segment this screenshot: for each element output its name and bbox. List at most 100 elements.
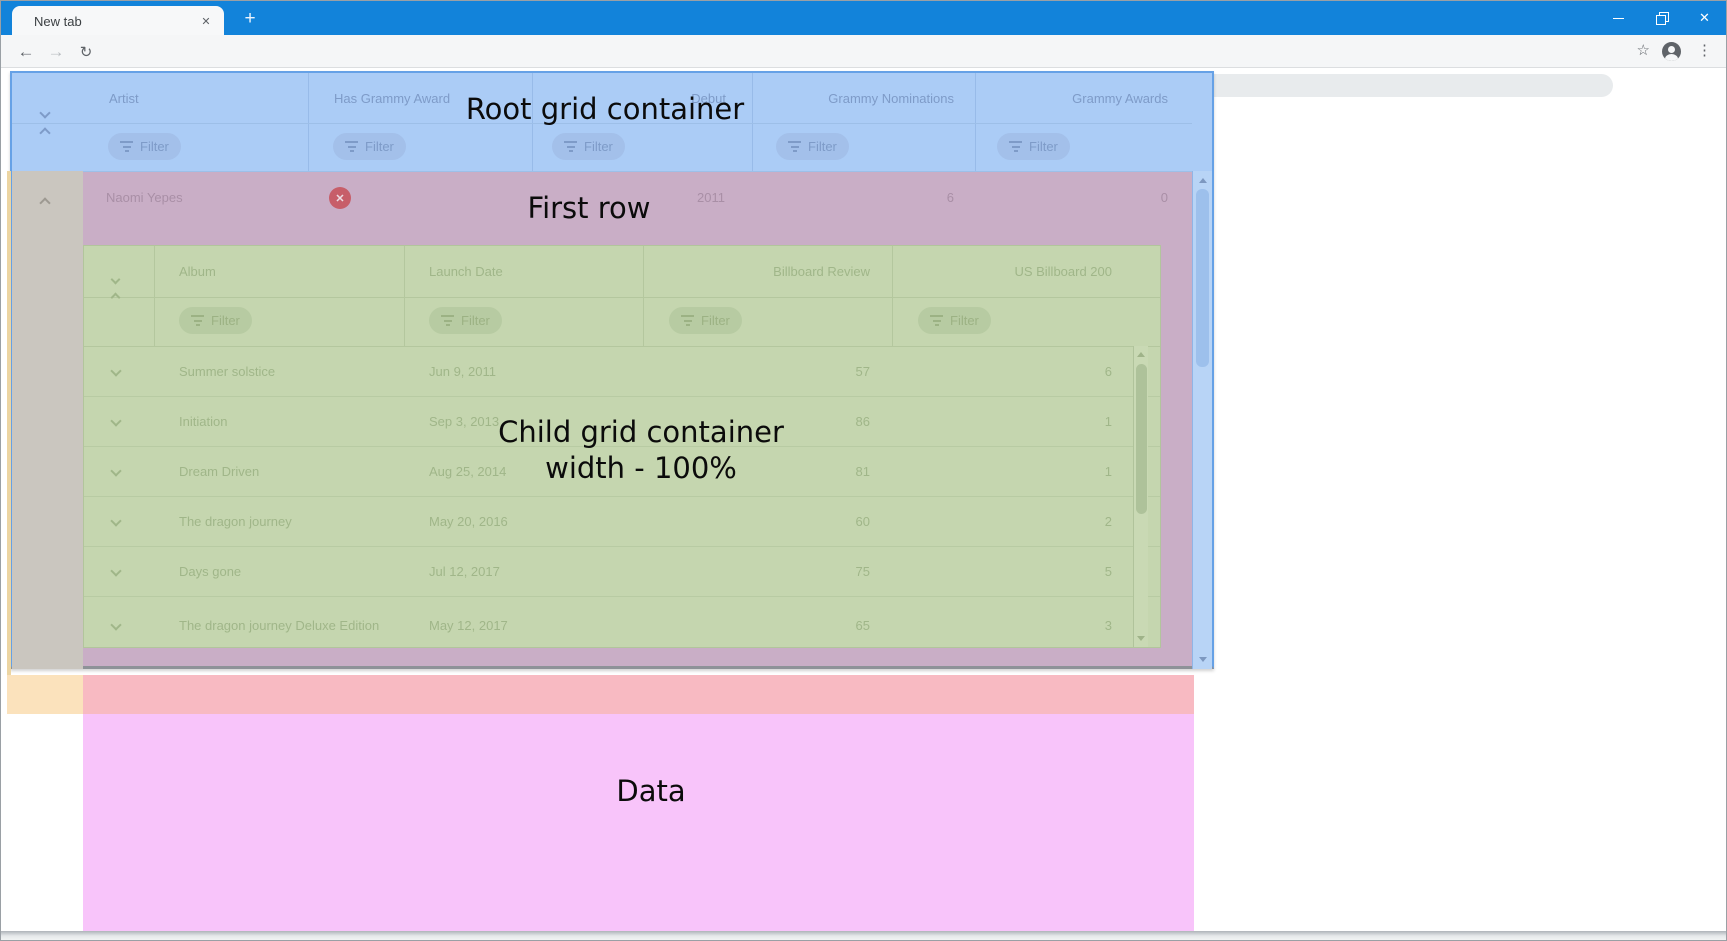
cell-billboard-review: 75 — [855, 564, 870, 579]
root-grid-header: Artist Has Grammy Award Debut Grammy Nom… — [12, 73, 1212, 172]
forward-icon[interactable]: → — [47, 42, 65, 61]
expand-all-chevron-icon[interactable] — [39, 107, 51, 119]
scrollbar-thumb[interactable] — [1136, 364, 1147, 514]
collapse-all-chevron-icon[interactable] — [110, 292, 121, 303]
filter-icon — [930, 315, 943, 326]
scroll-down-icon[interactable] — [1199, 657, 1207, 662]
row-expand-chevron-icon[interactable] — [110, 565, 122, 577]
cell-billboard-review: 65 — [855, 618, 870, 633]
annotation-child-grid-line2: width - 100% — [545, 451, 737, 485]
close-button[interactable]: ✕ — [1699, 10, 1710, 25]
filter-icon — [441, 315, 454, 326]
row-expand-chevron-icon[interactable] — [110, 465, 122, 477]
filter-button-billboard-review[interactable]: Filter — [669, 307, 742, 334]
data-region-overlay — [83, 714, 1194, 931]
cell-grammy-nominations: 6 — [946, 190, 954, 205]
row-band-overlay — [83, 675, 1194, 714]
tab-close-icon[interactable]: ✕ — [201, 15, 211, 28]
cell-us-billboard-200: 2 — [1104, 514, 1112, 529]
row-expand-chevron-icon[interactable] — [110, 365, 122, 377]
filter-icon — [564, 141, 577, 152]
collapse-all-chevron-icon[interactable] — [39, 127, 51, 139]
filter-label: Filter — [211, 313, 240, 328]
cell-launch-date: Jun 9, 2011 — [429, 364, 496, 379]
menu-dots-icon[interactable]: ⋮ — [1697, 42, 1712, 59]
back-icon[interactable]: ← — [17, 42, 35, 61]
no-grammy-award-icon: ✕ — [329, 187, 351, 209]
child-grid-vertical-scrollbar[interactable] — [1133, 346, 1148, 647]
filter-button-us-billboard-200[interactable]: Filter — [918, 307, 991, 334]
filter-icon — [120, 141, 133, 152]
expand-all-chevron-icon[interactable] — [110, 274, 121, 285]
cell-billboard-review: 60 — [855, 514, 870, 529]
cell-launch-date: May 20, 2016 — [429, 514, 508, 529]
root-grid-vertical-scrollbar[interactable] — [1192, 171, 1212, 669]
column-header-grammy-awards[interactable]: Grammy Awards — [1072, 91, 1168, 106]
column-header-us-billboard-200[interactable]: US Billboard 200 — [1014, 264, 1112, 279]
column-header-has-grammy-award[interactable]: Has Grammy Award — [334, 91, 451, 106]
filter-icon — [345, 141, 358, 152]
row-expand-chevron-icon[interactable] — [110, 619, 122, 631]
filter-button-debut[interactable]: Filter — [552, 133, 625, 160]
filter-button-artist[interactable]: Filter — [108, 133, 181, 160]
cell-billboard-review: 86 — [855, 414, 870, 429]
column-header-billboard-review[interactable]: Billboard Review — [773, 264, 870, 279]
cell-artist: Naomi Yepes — [106, 190, 183, 205]
scroll-up-icon[interactable] — [1199, 178, 1207, 183]
annotation-root-grid: Root grid container — [465, 92, 745, 126]
cell-launch-date: Aug 25, 2014 — [429, 464, 507, 479]
column-header-launch-date[interactable]: Launch Date — [429, 264, 503, 279]
browser-titlebar: New tab ✕ + ✕ — [1, 1, 1726, 35]
row-expand-chevron-icon[interactable] — [110, 515, 122, 527]
cell-grammy-awards: 0 — [1160, 190, 1168, 205]
reload-icon[interactable]: ↻ — [79, 44, 93, 61]
cell-album: Initiation — [179, 414, 228, 429]
filter-button-grammy-nominations[interactable]: Filter — [776, 133, 849, 160]
restore-icon — [1655, 12, 1669, 25]
column-header-grammy-nominations[interactable]: Grammy Nominations — [828, 91, 954, 106]
browser-tab[interactable]: New tab ✕ — [12, 6, 224, 35]
filter-label: Filter — [701, 313, 730, 328]
column-header-artist[interactable]: Artist — [109, 91, 139, 106]
scroll-down-icon[interactable] — [1137, 636, 1145, 641]
bookmark-star-icon[interactable]: ☆ — [1636, 42, 1650, 59]
cell-album: Days gone — [179, 564, 242, 579]
filter-icon — [191, 315, 204, 326]
cell-billboard-review: 81 — [855, 464, 870, 479]
row-expand-chevron-icon[interactable] — [110, 415, 122, 427]
expand-column-footer-overlay — [7, 675, 83, 714]
cell-debut: 2011 — [697, 190, 725, 205]
cell-album: Dream Driven — [179, 464, 260, 479]
minimize-icon — [1613, 17, 1624, 19]
profile-avatar-icon[interactable] — [1662, 42, 1681, 61]
annotation-child-grid-line1: Child grid container — [498, 415, 784, 449]
left-border-overlay — [7, 171, 11, 714]
annotation-first-row: First row — [527, 191, 651, 225]
restore-button[interactable] — [1640, 1, 1683, 35]
scroll-up-icon[interactable] — [1137, 352, 1145, 357]
expand-column — [12, 171, 83, 669]
scrollbar-thumb[interactable] — [1196, 189, 1209, 367]
filter-button-launch-date[interactable]: Filter — [429, 307, 502, 334]
tab-title: New tab — [34, 14, 82, 29]
column-header-debut[interactable]: Debut — [691, 91, 726, 106]
filter-button-album[interactable]: Filter — [179, 307, 252, 334]
new-tab-button[interactable]: + — [244, 8, 256, 29]
cell-album: The dragon journey — [179, 514, 292, 529]
filter-button-has-grammy-award[interactable]: Filter — [333, 133, 406, 160]
minimize-button[interactable] — [1597, 1, 1640, 35]
root-grid-container: Artist Has Grammy Award Debut Grammy Nom… — [10, 71, 1214, 669]
filter-label: Filter — [950, 313, 979, 328]
cell-us-billboard-200: 1 — [1104, 464, 1112, 479]
cell-us-billboard-200: 3 — [1104, 618, 1112, 633]
filter-icon — [681, 315, 694, 326]
window-bottom-border — [1, 931, 1726, 940]
filter-label: Filter — [461, 313, 490, 328]
row-collapse-chevron-icon[interactable] — [39, 197, 51, 209]
annotation-data: Data — [616, 774, 686, 808]
cell-launch-date: May 12, 2017 — [429, 618, 508, 633]
filter-button-grammy-awards[interactable]: Filter — [997, 133, 1070, 160]
column-header-album[interactable]: Album — [179, 264, 216, 279]
cell-billboard-review: 57 — [855, 364, 870, 379]
